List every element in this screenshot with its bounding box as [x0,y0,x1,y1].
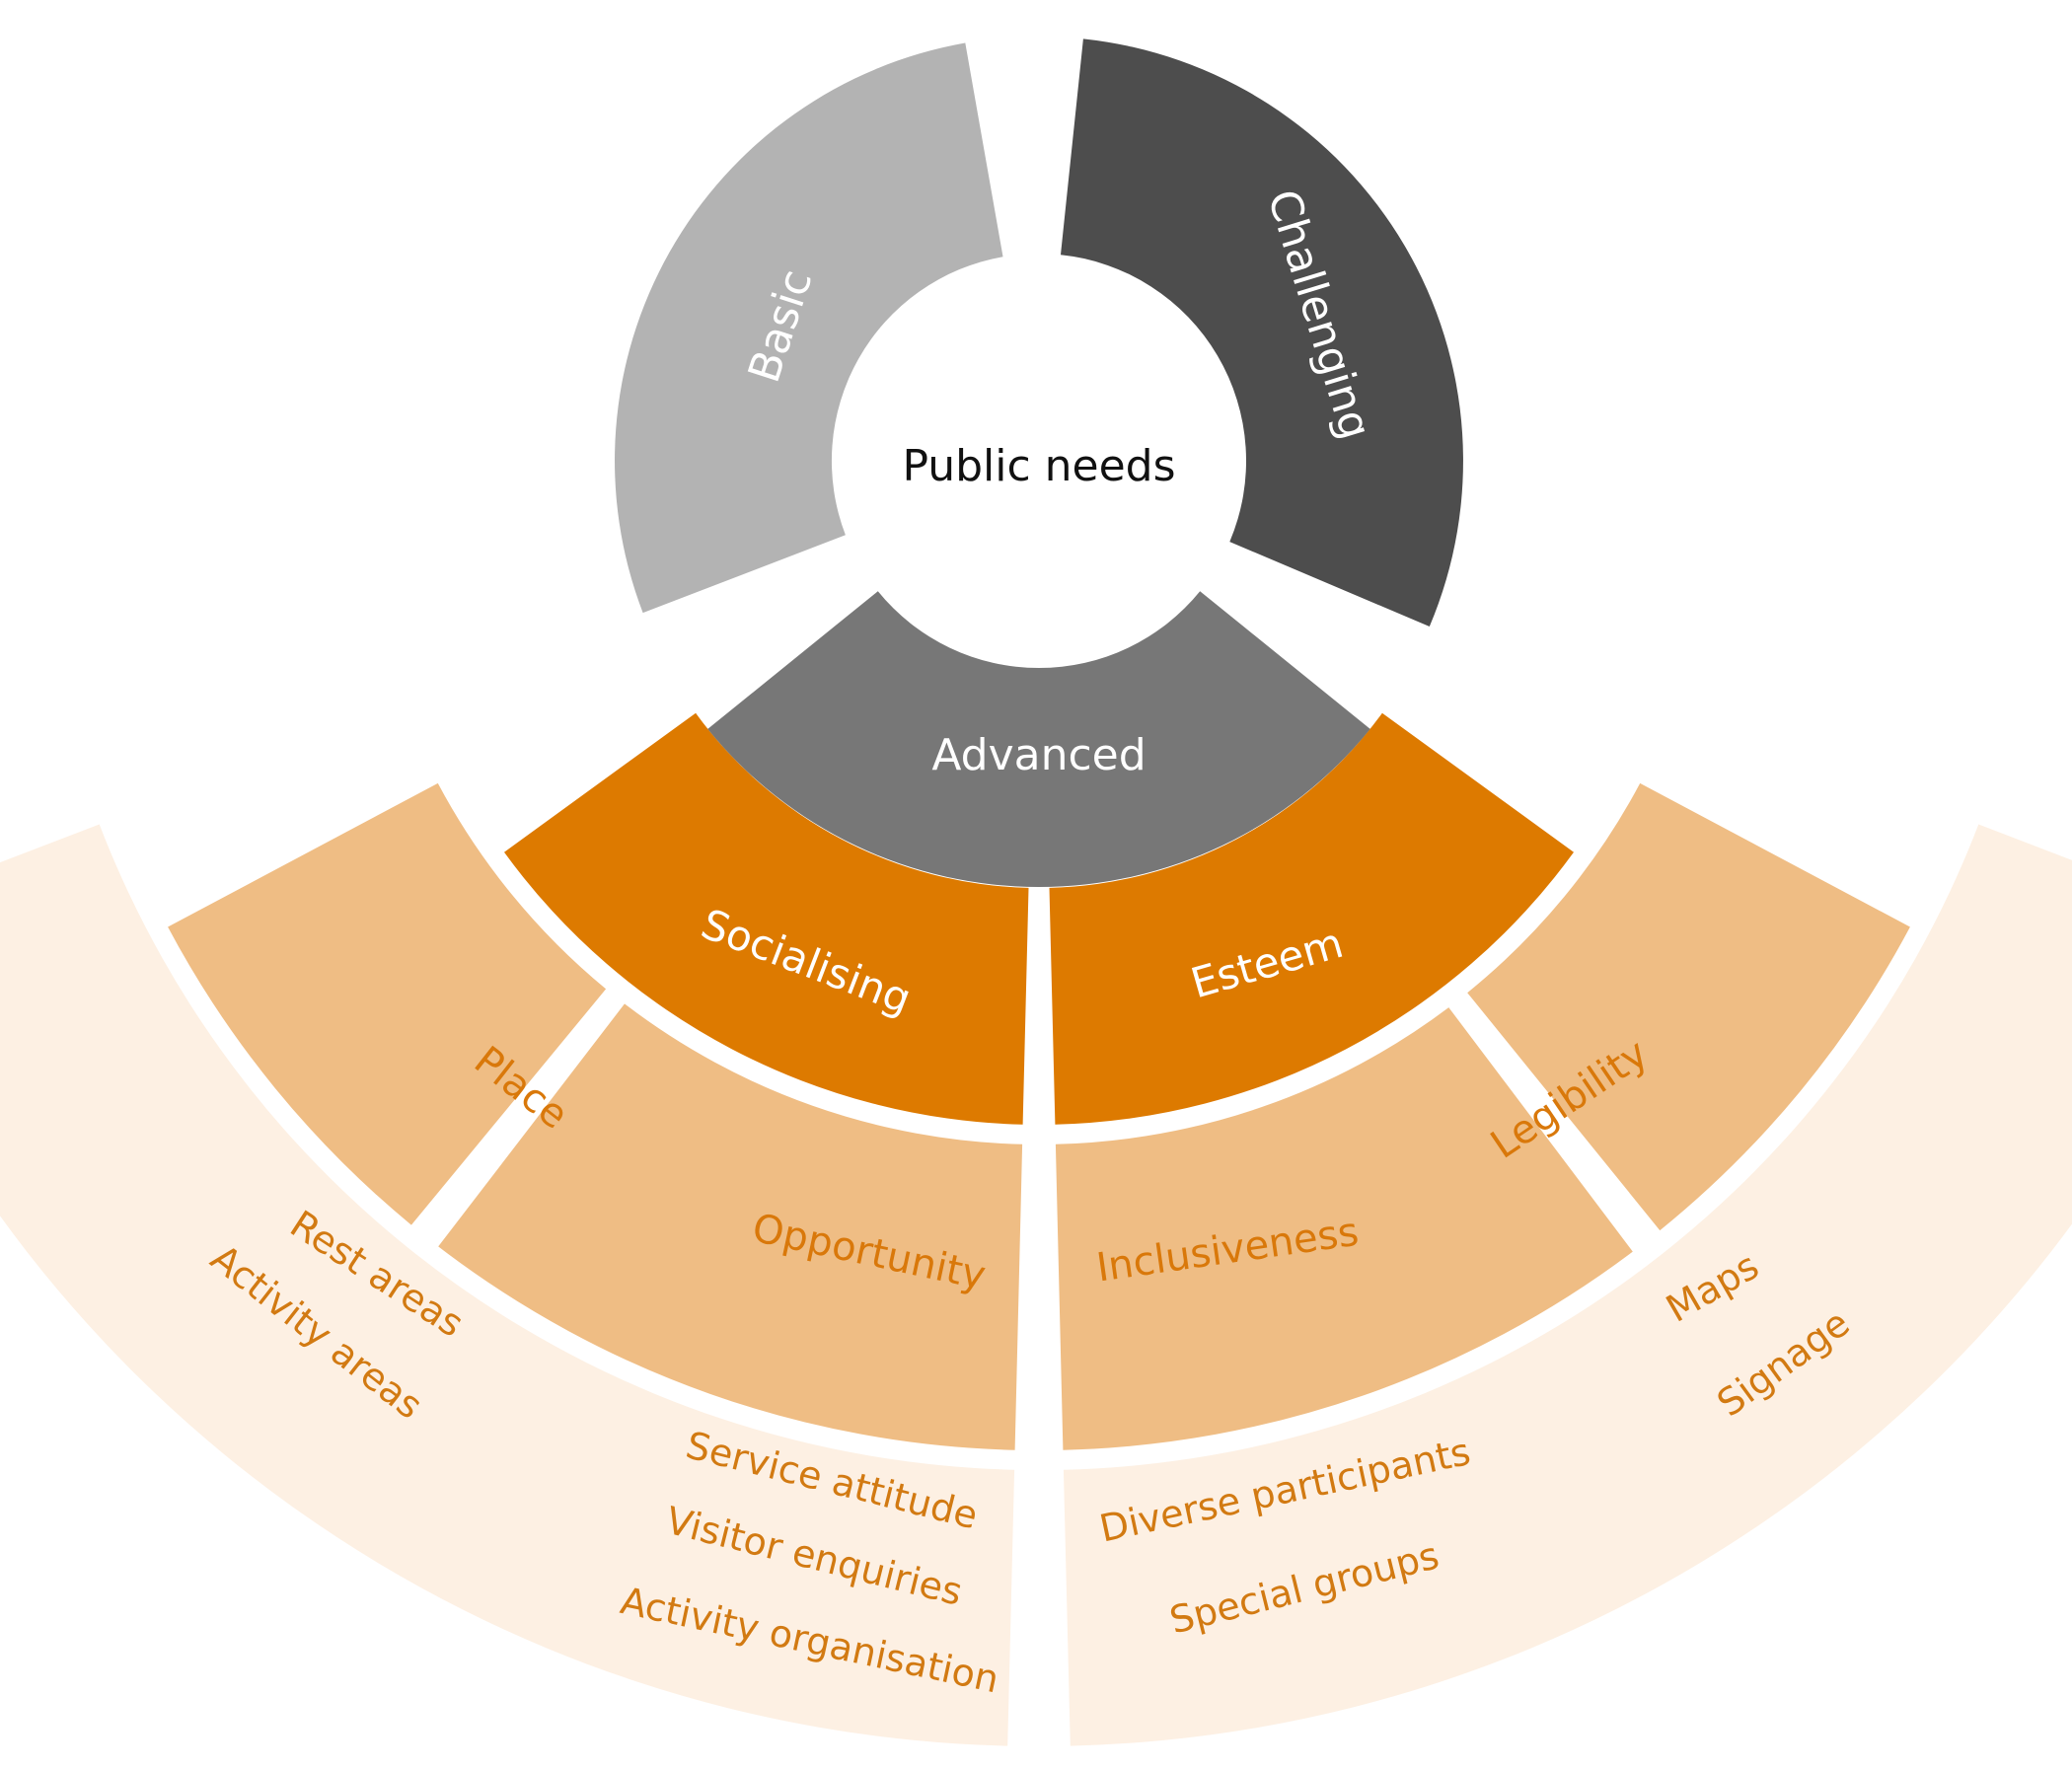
segment-advanced [707,591,1370,888]
segment-legibility [1467,782,1910,1231]
segment-basic [615,42,1003,614]
segment-challenging [1061,38,1463,627]
center-label: Public needs [902,441,1175,491]
advanced-label: Advanced [931,730,1146,780]
outer-band-right [1063,824,2072,1746]
segment-place [168,782,607,1225]
segment-esteem [1049,712,1574,1125]
segment-socialising [504,712,1029,1125]
segment-inclusiveness [1055,1007,1633,1450]
segment-opportunity [438,1003,1023,1450]
outer-band-left [0,824,1015,1746]
